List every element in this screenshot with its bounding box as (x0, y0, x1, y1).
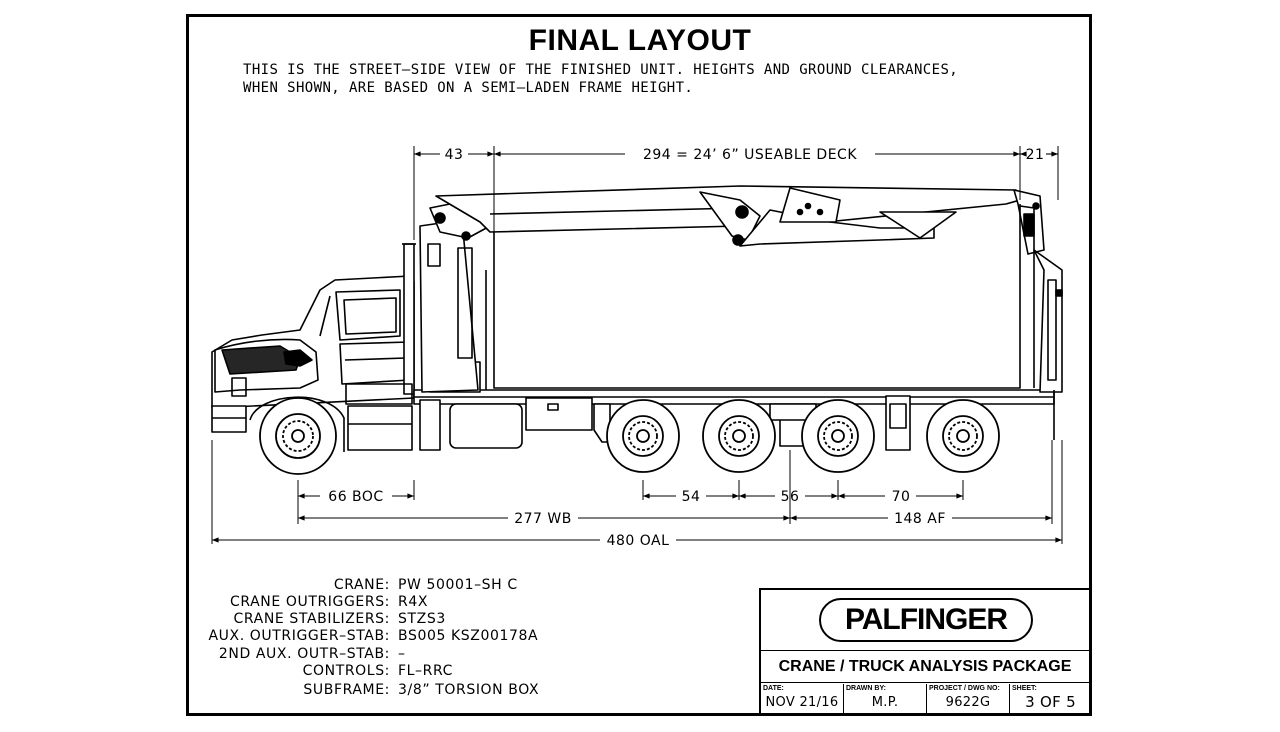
project-cell: PROJECT / DWG NO: 9622G (927, 684, 1010, 714)
palfinger-logo: PALFINGER (819, 598, 1033, 642)
title-block-divider (761, 682, 1089, 683)
spec-value-2nd-aux-outr-stab: – (398, 646, 406, 662)
dim-boc-label: 66 BOC (328, 489, 383, 505)
spec-value-aux-outrigger-stab: BS005 KSZ00178A (398, 628, 539, 644)
dim-overall-length-label: 480 OAL (607, 533, 670, 549)
title-block: PALFINGER CRANE / TRUCK ANALYSIS PACKAGE… (759, 588, 1089, 714)
spec-label-controls: CONTROLS: (302, 663, 390, 679)
sheet-cell: SHEET: 3 OF 5 (1010, 684, 1091, 714)
note-line-1: THIS IS THE STREET–SIDE VIEW OF THE FINI… (243, 62, 959, 78)
date-value: NOV 21/16 (765, 695, 839, 710)
truck-body (211, 185, 1063, 452)
spec-value-controls: FL–RRC (398, 663, 453, 679)
spec-value-crane-stabilizers: STZS3 (398, 611, 446, 627)
spec-label-2nd-aux-outr-stab: 2ND AUX. OUTR–STAB: (218, 646, 390, 662)
sheet-label: SHEET: (1012, 685, 1037, 692)
spec-label-crane-outriggers: CRANE OUTRIGGERS: (229, 594, 390, 610)
spec-label-aux-outrigger-stab: AUX. OUTRIGGER–STAB: (208, 628, 390, 644)
drawing-sheet-border (186, 14, 1092, 716)
date-cell: DATE: NOV 21/16 (761, 684, 844, 714)
spec-value-subframe: 3/8” TORSION BOX (398, 682, 540, 698)
drive-wheel-1 (606, 399, 680, 473)
dim-front-overhang-label: 43 (445, 147, 464, 163)
drive-wheel-2 (702, 399, 776, 473)
package-title: CRANE / TRUCK ANALYSIS PACKAGE (778, 658, 1072, 675)
drawing-title: FINAL LAYOUT (528, 24, 752, 57)
spec-value-crane: PW 50001–SH C (398, 577, 518, 593)
dim-after-frame-label: 148 AF (894, 511, 946, 527)
note-line-2: WHEN SHOWN, ARE BASED ON A SEMI–LADEN FR… (243, 80, 694, 96)
project-value: 9622G (945, 695, 991, 710)
drawn-by-cell: DRAWN BY: M.P. (844, 684, 927, 714)
dim-useable-deck-label: 294 = 24’ 6” USEABLE DECK (643, 147, 857, 163)
date-label: DATE: (763, 685, 784, 692)
title-block-divider (761, 650, 1089, 651)
spec-label-crane-stabilizers: CRANE STABILIZERS: (233, 611, 390, 627)
sheet-value: 3 OF 5 (1025, 693, 1076, 711)
front-wheel (259, 397, 337, 475)
spec-label-crane: CRANE: (333, 577, 390, 593)
dim-axle-56-label: 56 (781, 489, 800, 505)
dim-axle-70-label: 70 (892, 489, 911, 505)
drawn-by-label: DRAWN BY: (846, 685, 886, 692)
dim-wheelbase-label: 277 WB (514, 511, 572, 527)
project-label: PROJECT / DWG NO: (929, 685, 1000, 692)
dim-axle-54-label: 54 (682, 489, 701, 505)
spec-label-subframe: SUBFRAME: (303, 682, 390, 698)
drive-wheel-4 (926, 399, 1000, 473)
drawn-by-value: M.P. (871, 695, 899, 710)
drive-wheel-3 (801, 399, 875, 473)
spec-value-crane-outriggers: R4X (398, 594, 429, 610)
dim-rear-overhang-label: 21 (1026, 147, 1045, 163)
